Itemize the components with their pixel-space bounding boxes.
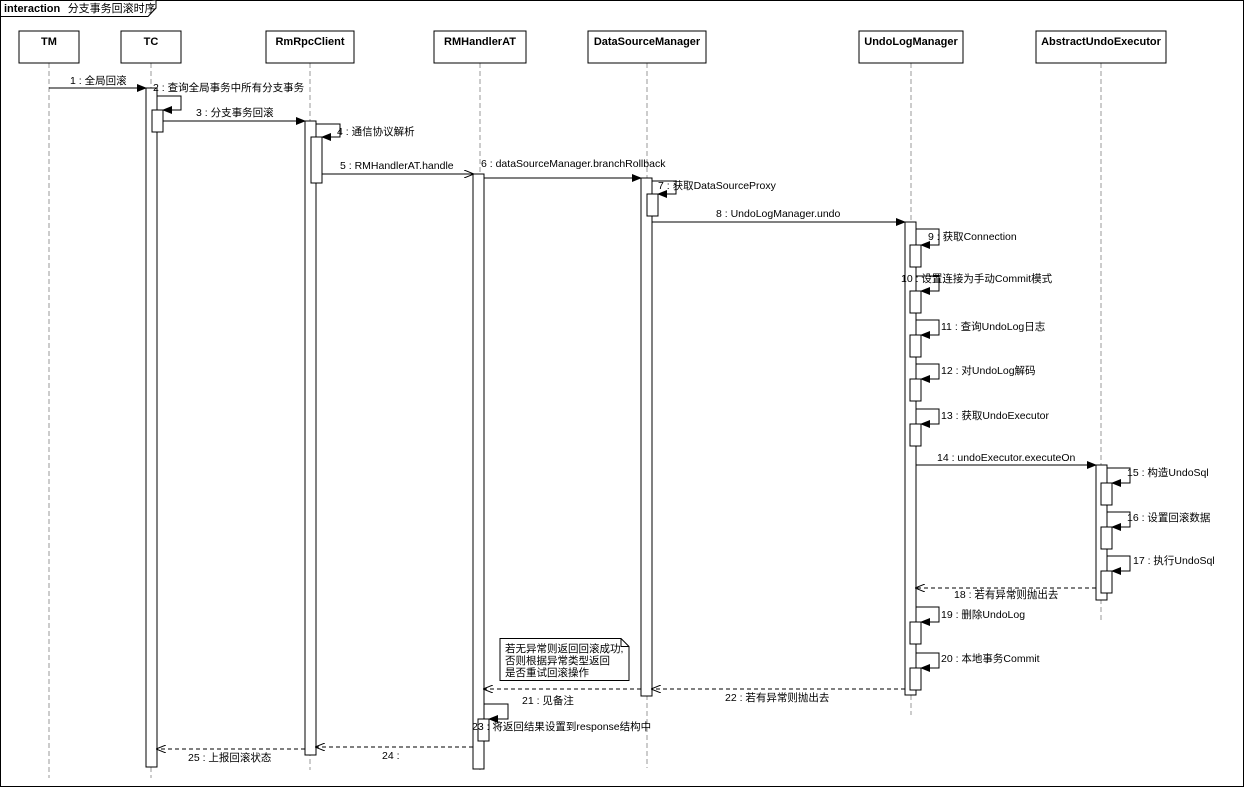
activation-dsm-nested [646,193,659,217]
message-arrow-self[interactable] [484,703,509,723]
message-arrow-self[interactable] [157,95,182,114]
participant-label: DataSourceManager [594,36,701,48]
participant-label: TM [41,36,57,48]
message-arrow-self[interactable] [916,652,940,672]
activation-rmhandler [472,173,485,770]
activation-dsm [640,177,653,697]
activation-undolog-9 [909,244,922,268]
message-arrow-self[interactable] [916,319,940,339]
activation-executor-17 [1100,570,1113,594]
activation-undolog-20 [909,667,922,691]
note-box [499,638,630,681]
frame-title: interaction 分支事务回滚时序 [4,0,156,16]
message-arrow-self[interactable] [652,180,677,198]
note-line: 否则根据异常类型返回 [505,654,610,667]
message-label: 2 : 查询全局事务中所有分支事务 [153,81,305,94]
participant-abstractundoexecutor[interactable]: AbstractUndoExecutor [1035,30,1167,64]
note-line: 是否重试回滚操作 [505,666,589,679]
note[interactable]: 若无异常则返回回滚成功, 否则根据异常类型返回 是否重试回滚操作 [499,638,630,681]
message-label: 9 : 获取Connection [928,231,1017,243]
participant-heads: TM TC RmRpcClient RMHandlerAT DataSource… [18,30,1167,64]
message-label: 5 : RMHandlerAT.handle [340,160,454,172]
activation-executor-15 [1100,482,1113,506]
activation-rmhandler-nested [477,718,490,742]
message-label: 17 : 执行UndoSql [1133,554,1215,567]
message-label: 20 : 本地事务Commit [941,652,1040,665]
participant-datasourcemanager[interactable]: DataSourceManager [587,30,707,64]
message-arrow-self[interactable] [916,408,940,428]
message-label: 10 : 设置连接为手动Commit模式 [901,272,1053,285]
message-arrow-self[interactable] [1107,511,1131,531]
activation-rmrpc [304,120,317,756]
message-label: 13 : 获取UndoExecutor [941,410,1049,422]
message-label: 8 : UndoLogManager.undo [716,208,841,220]
message-label: 14 : undoExecutor.executeOn [937,452,1076,464]
message-label: 21 : 见备注 [522,694,574,707]
message-arrow-self[interactable] [1107,467,1131,487]
activation-tc-nested [151,109,164,133]
activation-rmrpc-nested [310,136,323,184]
message-label: 24 : [382,750,400,762]
message-label: 3 : 分支事务回滚 [196,106,274,119]
participant-tm[interactable]: TM [18,30,80,64]
activation-undolog-11 [909,334,922,358]
message-arrow-self[interactable] [916,228,940,249]
message-label: 12 : 对UndoLog解码 [941,364,1036,377]
participant-rmhandlerat[interactable]: RMHandlerAT [433,30,527,64]
message-label: 15 : 构造UndoSql [1127,466,1209,479]
message-label: 11 : 查询UndoLog日志 [941,320,1045,333]
activation-tc [145,87,158,768]
message-label: 4 : 通信协议解析 [337,125,415,138]
activation-undolog-19 [909,621,922,645]
message-arrow-self[interactable] [916,275,940,295]
participant-label: RMHandlerAT [444,36,516,48]
activation-undolog-13 [909,423,922,447]
activation-executor-16 [1100,526,1113,550]
participant-label: TC [144,36,159,48]
message-label: 16 : 设置回滚数据 [1127,511,1211,524]
message-arrow-self[interactable] [916,363,940,383]
message-label: 7 : 获取DataSourceProxy [658,180,777,192]
note-line: 若无异常则返回回滚成功, [505,642,623,655]
participant-undologmanager[interactable]: UndoLogManager [858,30,964,64]
message-arrow-self[interactable] [1107,555,1131,575]
participant-rmrpcclient[interactable]: RmRpcClient [265,30,355,64]
participant-tc[interactable]: TC [120,30,182,64]
message-arrow-self[interactable] [316,123,341,141]
message-label: 18 : 若有异常则抛出去 [954,588,1058,601]
note-fold [620,638,629,647]
frame-tab [0,0,157,17]
participant-label: AbstractUndoExecutor [1041,36,1162,48]
message-label: 19 : 删除UndoLog [941,608,1025,621]
message-arrow-self[interactable] [916,606,940,626]
activation-undolog-12 [909,378,922,402]
activation-undolog [904,221,917,696]
message-label: 6 : dataSourceManager.branchRollback [481,158,666,170]
participant-label: UndoLogManager [864,36,958,48]
message-label: 25 : 上报回滚状态 [188,751,272,764]
participant-label: RmRpcClient [275,36,344,48]
activation-bars [145,87,1113,770]
message-label: 23 : 将返回结果设置到response结构中 [472,720,651,733]
message-label: 22 : 若有异常则抛出去 [725,691,829,704]
message-label: 1 : 全局回滚 [70,74,127,87]
activation-undolog-10 [909,290,922,314]
messages: 1 : 全局回滚 2 : 查询全局事务中所有分支事务 3 : 分支事务回滚 4 … [49,74,1215,764]
